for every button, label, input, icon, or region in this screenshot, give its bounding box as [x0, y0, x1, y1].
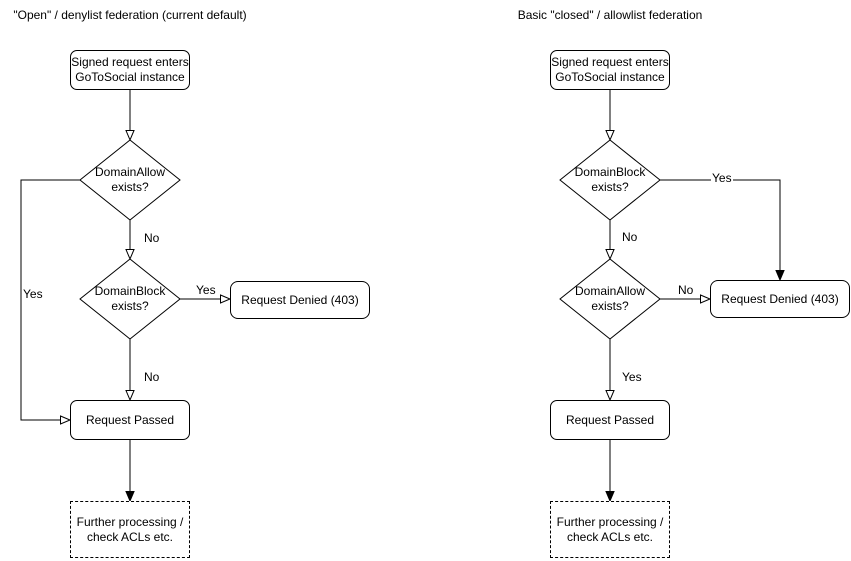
right-edge-label-decision1-yes: Yes — [711, 171, 733, 185]
left-start-line1: Signed request enters — [71, 55, 189, 69]
left-denied-node: Request Denied (403) — [230, 281, 370, 319]
right-denied-node: Request Denied (403) — [710, 280, 850, 318]
left-start-line2: GoToSocial instance — [75, 70, 185, 84]
left-decision1-diamond — [79, 139, 181, 221]
right-start-node: Signed request enters GoToSocial instanc… — [550, 50, 670, 90]
right-denied-label: Request Denied (403) — [721, 291, 839, 306]
left-edge-label-decision1-yes: Yes — [22, 287, 44, 301]
left-passed-node: Request Passed — [70, 400, 190, 440]
edge-left-decision1-yes — [20, 179, 80, 425]
left-edge-label-decision2-no: No — [143, 370, 161, 384]
right-edge-label-decision2-yes: Yes — [621, 370, 643, 384]
right-edge-label-decision1-no: No — [621, 230, 639, 244]
left-edge-label-decision1-no: No — [143, 231, 161, 245]
right-flowchart-title: Basic "closed" / allowlist federation — [517, 8, 703, 22]
right-further-node: Further processing / check ACLs etc. — [550, 501, 670, 558]
edge-right-decision1-yes — [660, 179, 785, 282]
left-edge-label-decision2-yes: Yes — [195, 283, 217, 297]
right-further-line2: check ACLs etc. — [566, 529, 654, 544]
left-denied-label: Request Denied (403) — [241, 292, 359, 307]
right-decision2-diamond — [559, 258, 661, 340]
right-further-line1: Further processing / — [556, 514, 664, 529]
right-passed-label: Request Passed — [565, 412, 655, 427]
left-further-line1: Further processing / — [76, 514, 184, 529]
right-edge-label-decision2-no: No — [677, 283, 695, 297]
right-passed-node: Request Passed — [550, 400, 670, 440]
left-decision2-diamond — [79, 258, 181, 340]
left-further-node: Further processing / check ACLs etc. — [70, 501, 190, 558]
left-passed-label: Request Passed — [85, 412, 175, 427]
left-start-node: Signed request enters GoToSocial instanc… — [70, 50, 190, 90]
right-decision1-diamond — [559, 139, 661, 221]
left-further-line2: check ACLs etc. — [86, 529, 174, 544]
right-start-line2: GoToSocial instance — [555, 70, 665, 84]
right-start-line1: Signed request enters — [551, 55, 669, 69]
left-flowchart-title: "Open" / denylist federation (current de… — [13, 8, 247, 22]
